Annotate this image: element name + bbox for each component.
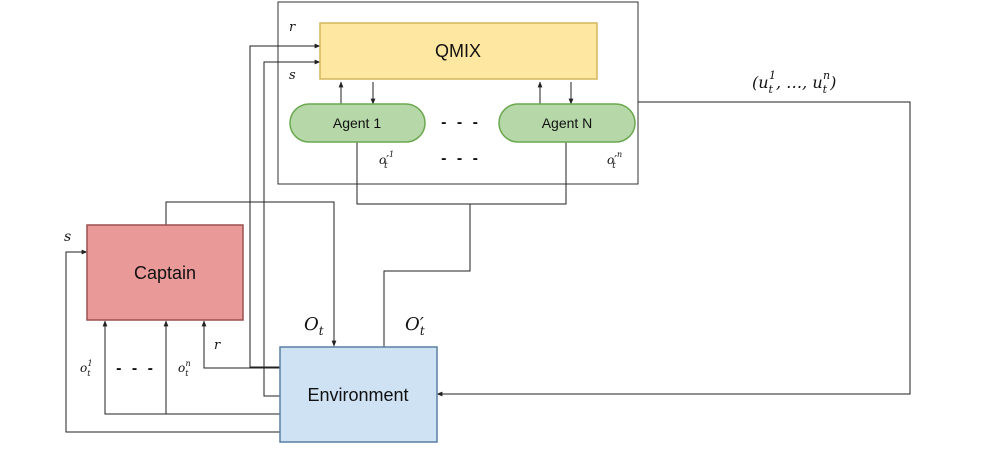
captain-obs-n-label: otn — [178, 359, 191, 378]
captain-obs-1-sup: 1 — [87, 359, 92, 368]
joint-action-sup-1: 1 — [769, 69, 776, 82]
agent-1-obs-main: o′ — [379, 153, 389, 167]
agent-1-obs-sup: 1 — [389, 150, 394, 159]
agent-1-node: Agent 1 — [289, 103, 426, 143]
captain-box — [86, 224, 244, 321]
captain-obs-ellipsis: - - - — [116, 360, 156, 377]
agent-obs-line — [356, 141, 567, 205]
joint-action-middle: , …, u — [776, 73, 823, 92]
qmix-r-label: r — [289, 20, 296, 35]
joint-action-sup-n: n — [823, 69, 830, 82]
connection-wires — [65, 43, 911, 433]
env-obs-label: Ot — [304, 314, 324, 338]
joint-action-open: (u — [752, 73, 769, 92]
captain-s-label: s — [64, 229, 71, 245]
agent-n-label: Agent N — [542, 115, 593, 131]
captain-obs-n-sub: t — [185, 369, 189, 378]
qmix-node: QMIX — [319, 22, 598, 80]
state-to-qmix-arrow — [263, 59, 321, 397]
joint-action-close: ) — [829, 73, 836, 92]
environment-node: Environment — [279, 346, 438, 443]
qmix-box — [319, 22, 598, 80]
environment-box — [279, 346, 438, 443]
state-to-captain-arrow — [65, 249, 280, 433]
agent-n-obs-sub: t — [612, 161, 616, 171]
captain-obs-1-main: o — [80, 361, 87, 375]
env-obs-prime-label: O′t — [405, 314, 425, 338]
agent-n-obs-sup: n — [617, 150, 622, 159]
captain-node: Captain — [86, 224, 244, 321]
qmix-s-label: s — [289, 68, 296, 83]
captain-obs-n-sup: n — [185, 359, 190, 368]
qmix-agents-container — [277, 1, 639, 185]
env-obs-main: O — [304, 314, 319, 335]
obs-to-captain-arrows — [102, 320, 280, 415]
agent-obs-ellipsis: - - - — [441, 150, 481, 167]
agent-n-box — [498, 103, 636, 143]
reward-to-captain-arrow — [201, 320, 280, 369]
env-obs-prime-sub: t — [420, 324, 425, 338]
agents-ellipsis: - - - — [441, 114, 481, 131]
agent-1-obs-sub: t — [384, 161, 388, 171]
reward-to-qmix-arrow — [249, 43, 321, 368]
captain-label: Captain — [134, 263, 196, 283]
joint-action-sub-1: t — [769, 83, 774, 96]
env-obs-prime-main: O′ — [405, 314, 424, 335]
joint-action-sub-n: t — [823, 83, 828, 96]
joint-action-label: (ut1, …, utn) — [752, 69, 836, 96]
captain-obs-1-label: ot1 — [80, 359, 93, 378]
agent-n-node: Agent N — [498, 103, 636, 143]
agent-1-label: Agent 1 — [333, 115, 381, 131]
agent-n-obs-main: o′ — [607, 153, 617, 167]
env-obs-prime-line — [383, 204, 471, 347]
captain-obs-1-sub: t — [87, 369, 91, 378]
qmix-label: QMIX — [435, 41, 481, 61]
environment-label: Environment — [307, 385, 408, 405]
captain-obs-n-main: o — [178, 361, 185, 375]
env-obs-sub: t — [319, 324, 324, 338]
agent-1-box — [289, 103, 426, 143]
captain-r-label: r — [214, 338, 221, 353]
joint-action-arrow — [436, 101, 911, 397]
